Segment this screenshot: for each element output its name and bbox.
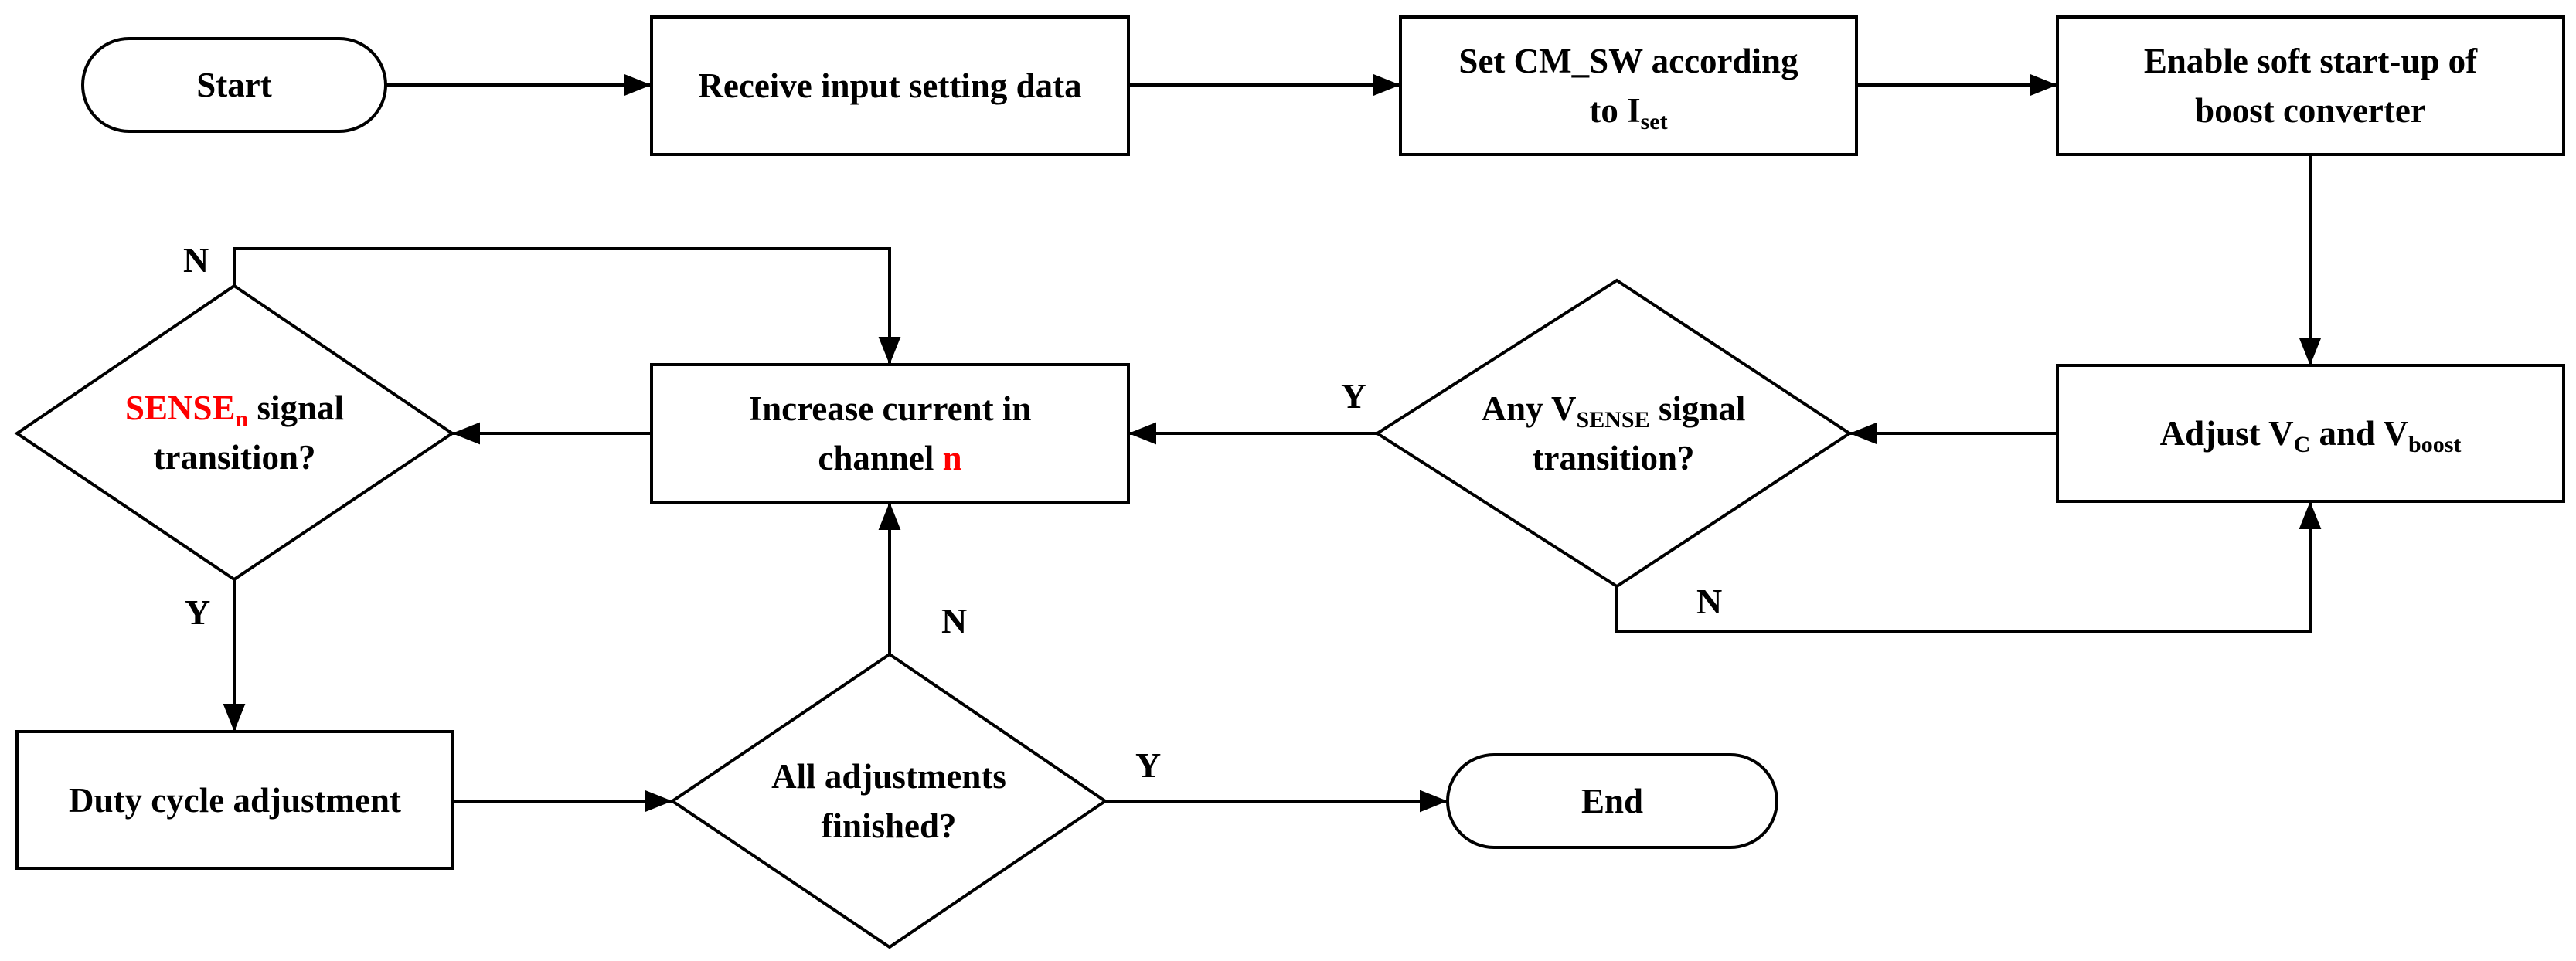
set-cm-sw-label: Set CM_SW according to Iset [1400, 17, 1856, 155]
vboost-subscript: boost [2408, 432, 2462, 457]
soft-start-box [2056, 15, 2565, 156]
label-any-vsense-yes: Y [1341, 376, 1367, 416]
adjust-vc-label: Adjust VC and Vboost [2057, 365, 2564, 501]
all-adjustments-line1: All adjustments [771, 756, 1006, 796]
set-cm-sw-box [1399, 15, 1858, 156]
label-all-adjustments-no: N [941, 601, 968, 640]
start-text: Start [196, 66, 272, 104]
increase-current-line2: channel n [818, 433, 961, 483]
increase-current-prefix: channel [818, 439, 943, 477]
set-cm-sw-line2-prefix: to I [1589, 91, 1641, 130]
any-vsense-line2: transition? [1532, 439, 1695, 477]
receive-input-label: Receive input setting data [652, 17, 1128, 155]
arrow-sense-n-no-loop [233, 247, 901, 365]
increase-current-label: Increase current in channel n [652, 365, 1128, 502]
all-adjustments-decision [669, 652, 1108, 949]
all-adjustments-line2: finished? [821, 806, 957, 845]
channel-n-variable: n [942, 439, 962, 477]
label-any-vsense-no: N [1696, 582, 1723, 621]
receive-input-text: Receive input setting data [698, 66, 1082, 105]
duty-cycle-box [15, 730, 454, 870]
soft-start-line1: Enable soft start-up of [2143, 42, 2478, 80]
any-vsense-suffix: signal [1649, 389, 1746, 428]
i-set-subscript: set [1640, 109, 1668, 134]
end-text: End [1581, 782, 1644, 820]
end-label: End [1448, 755, 1777, 847]
sense-n-subscript: n [235, 406, 249, 432]
sense-n-suffix: signal [248, 389, 345, 427]
sense-n-label: SENSEn signal transition? [17, 286, 452, 579]
sense-variable-name: SENSE [124, 389, 236, 427]
vsense-subscript: SENSE [1576, 407, 1650, 433]
label-sense-n-no: N [183, 240, 209, 280]
soft-start-line2: boost converter [2195, 91, 2426, 130]
adjust-vc-prefix: Adjust V [2159, 414, 2294, 453]
start-label: Start [83, 39, 386, 131]
receive-input-box [650, 15, 1130, 156]
any-vsense-prefix: Any V [1481, 389, 1577, 428]
adjust-vc-line: Adjust VC and Vboost [2160, 409, 2462, 458]
arrow-any-vsense-no-loop [1615, 501, 2322, 633]
label-all-adjustments-yes: Y [1135, 745, 1162, 785]
all-adjustments-label: All adjustments finished? [672, 654, 1105, 947]
sense-n-line1: SENSEn signal [125, 383, 344, 433]
duty-cycle-label: Duty cycle adjustment [17, 732, 453, 868]
duty-cycle-text: Duty cycle adjustment [69, 780, 401, 820]
sense-n-line2: transition? [153, 438, 316, 477]
set-cm-sw-line2: to Iset [1589, 86, 1667, 135]
soft-start-label: Enable soft start-up of boost converter [2057, 17, 2564, 155]
set-cm-sw-line1: Set CM_SW according [1458, 42, 1798, 80]
any-vsense-label: Any VSENSE signal transition? [1377, 280, 1849, 586]
vc-subscript: C [2293, 432, 2311, 457]
label-sense-n-yes: Y [185, 593, 211, 632]
adjust-vc-mid: and V [2310, 414, 2409, 453]
increase-current-line1: Increase current in [748, 389, 1032, 428]
any-vsense-line1: Any VSENSE signal [1482, 384, 1746, 433]
sense-n-variable: SENSEn [124, 389, 248, 431]
